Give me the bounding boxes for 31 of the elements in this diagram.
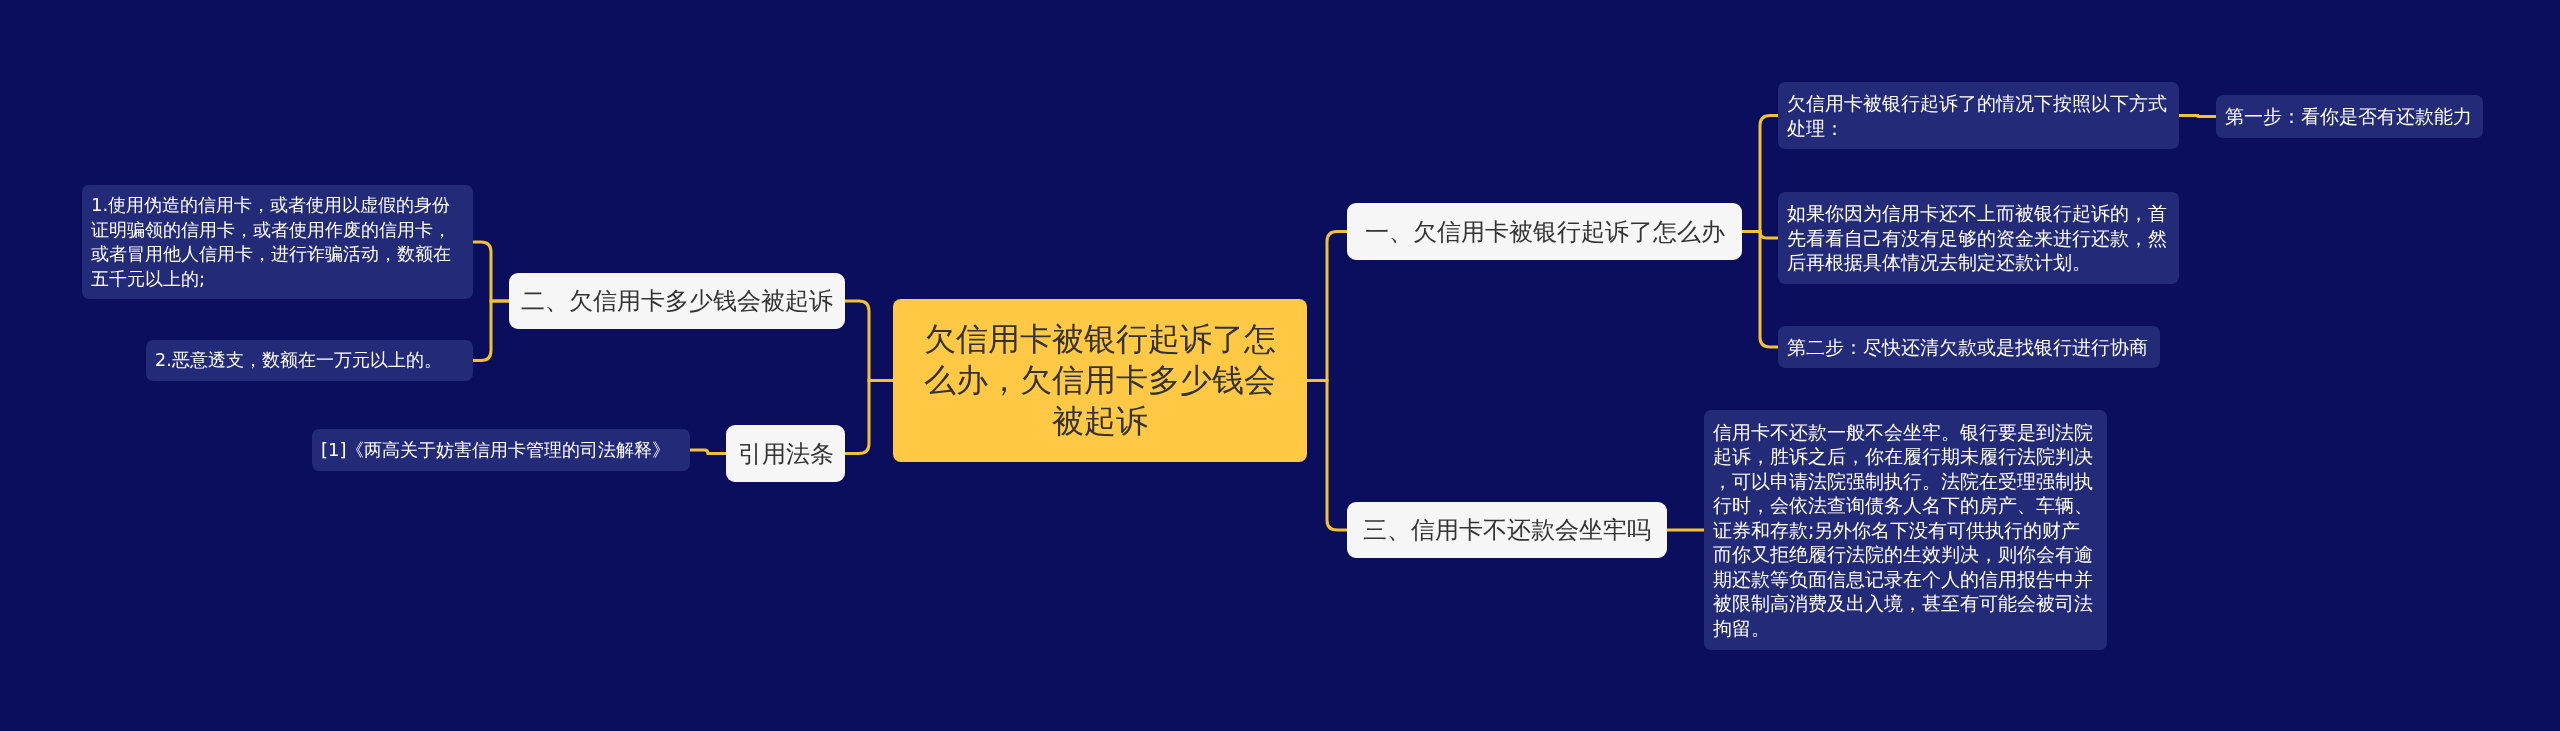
note-text: 欠信用卡被银行起诉了的情况下按照以下方式处理：: [1787, 91, 2168, 140]
connector-line: [473, 299, 509, 362]
note-text: 如果你因为信用卡还不上而被银行起诉的，首先看看自己有没有足够的资金来进行还款，然后再根据具体情况去制定还款计划。: [1787, 201, 2168, 275]
topic-text: 二、欠信用卡多少钱会被起诉: [520, 286, 834, 316]
note-box: [1778, 192, 2179, 284]
note-box: [82, 185, 473, 299]
topic-text: 三、信用卡不还款会坐牢吗: [1362, 515, 1652, 545]
topic-box: [1347, 203, 1742, 260]
note-box: [146, 340, 473, 381]
connector-line: [1667, 528, 1704, 532]
topic-box: [1347, 502, 1667, 558]
central-topic-box: [893, 299, 1307, 462]
connector-line: [2179, 114, 2216, 118]
connector-line: [1742, 230, 1778, 349]
connector-line: [845, 379, 893, 455]
note-box: [1778, 326, 2160, 368]
topic-text: 引用法条: [736, 438, 835, 469]
note-text: 第二步：尽快还清欠款或是找银行进行协商: [1787, 334, 2149, 360]
topic-box: [726, 425, 845, 482]
topic-box: [509, 273, 845, 329]
note-box: [312, 429, 690, 471]
note-text: 信用卡不还款一般不会坐牢。银行要是到法院起诉，胜诉之后，你在履行期未履行法院判决，可以申请法院强制执行。法院在受理强制执行时，会依法查询债务人名下的房产、车辆、证券和存款;另外你名下没有可供执行的财产而你又拒绝履行法院的生效判决，则你会有逾期还款等负面信息记录在个人的信用报告中并被限制高消费及出入境，甚至有可能会被司法拘留。: [1713, 419, 2094, 641]
note-text: 2.恶意透支，数额在一万元以上的。: [155, 349, 443, 373]
note-text: 第一步：看你是否有还款能力: [2225, 104, 2473, 129]
central-topic-text: 欠信用卡被银行起诉了怎么办，欠信用卡多少钱会被起诉: [923, 319, 1277, 442]
note-box: [2216, 95, 2483, 138]
connector-line: [690, 448, 726, 455]
note-text: 1.使用伪造的信用卡，或者使用以虚假的身份证明骗领的信用卡，或者使用作废的信用卡，或者冒用他人信用卡，进行诈骗活动，数额在五千元以上的;: [91, 193, 452, 291]
topic-text: 一、欠信用卡被银行起诉了怎么办: [1363, 216, 1726, 247]
note-text: [1]《两高关于妨害信用卡管理的司法解释》: [321, 437, 672, 462]
note-box: [1778, 82, 2179, 149]
